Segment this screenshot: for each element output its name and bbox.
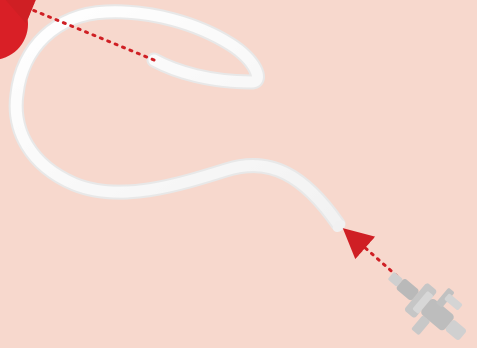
hose [16,12,347,235]
nozzle [373,254,477,348]
arrow-to-hose-end [354,238,397,276]
